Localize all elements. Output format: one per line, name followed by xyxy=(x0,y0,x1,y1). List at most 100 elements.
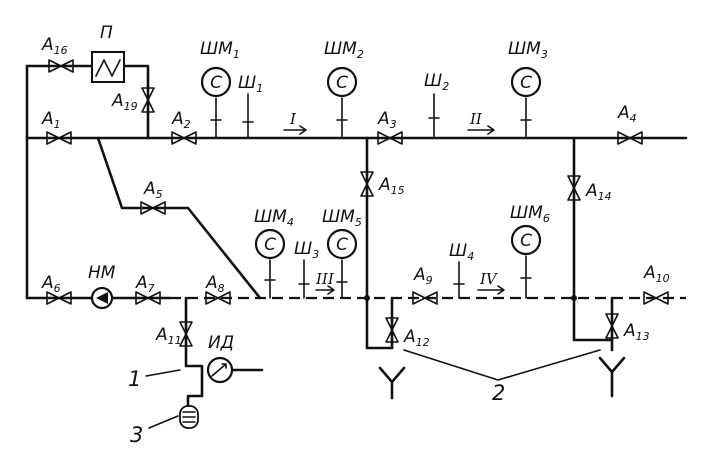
gauge-shm2: C xyxy=(326,66,358,139)
valve-a2-icon xyxy=(171,131,197,145)
valves xyxy=(46,59,669,347)
valve-a11-icon xyxy=(179,321,193,347)
label-shm4: ШМ4 xyxy=(254,207,294,229)
gauge-shm1-icon xyxy=(200,66,232,98)
sampler-3 xyxy=(179,405,199,429)
gauge-shm4-icon xyxy=(254,228,286,260)
callout-3: 3 xyxy=(130,423,143,447)
valve-a1-icon xyxy=(46,131,72,145)
valve-a14-icon xyxy=(567,175,581,201)
label-a8: A8 xyxy=(205,273,225,295)
label-a2: A2 xyxy=(171,109,191,131)
label-a15: A15 xyxy=(378,175,405,197)
drop-pipe-a14 xyxy=(572,136,614,342)
pump-triangle-icon xyxy=(96,292,108,304)
gauge-shm3: C xyxy=(510,66,542,139)
junctions xyxy=(364,295,577,301)
junction-dot xyxy=(571,295,577,301)
valve-a19-icon xyxy=(141,87,155,113)
flowmeter-id xyxy=(206,356,234,384)
label-a7: A7 xyxy=(135,273,155,295)
gauge-shm6: C xyxy=(510,224,542,299)
label-a4: A4 xyxy=(617,103,637,125)
label-heater-p: П xyxy=(100,23,113,43)
label-a10: A10 xyxy=(643,263,670,285)
callout-1: 1 xyxy=(128,367,141,391)
label-shm5: ШМ5 xyxy=(322,207,362,229)
leader-3 xyxy=(148,415,179,429)
gauge-shm6-symbol: C xyxy=(520,231,532,251)
pipes xyxy=(25,64,688,408)
label-a14: A14 xyxy=(585,181,612,203)
gauge-shm5: C xyxy=(326,228,358,299)
fitting-sh2-icon xyxy=(428,93,440,139)
fittings xyxy=(242,93,465,299)
flow-arrows xyxy=(283,125,505,295)
label-a9: A9 xyxy=(413,265,433,287)
diagonal-pipe-a5 xyxy=(96,136,262,300)
flow-arrow-iii-icon xyxy=(315,285,335,295)
valve-a16-icon xyxy=(48,59,74,73)
label-flowmeter-id: ИД xyxy=(208,333,234,353)
measuring-branch-pipe xyxy=(184,296,204,408)
label-pump-nm: НМ xyxy=(88,263,116,283)
gauge-shm5-icon xyxy=(326,228,358,260)
valve-a10-icon xyxy=(643,291,669,305)
valve-a6-icon xyxy=(46,291,72,305)
gauge-shm3-icon xyxy=(510,66,542,98)
label-a11: A11 xyxy=(155,325,182,347)
valve-a7-icon xyxy=(135,291,161,305)
fitting-sh3-icon xyxy=(298,259,310,299)
gauge-shm3-symbol: C xyxy=(520,73,532,93)
valve-a8-icon xyxy=(205,291,231,305)
label-a16: A16 xyxy=(41,35,68,57)
flowmeter-arrow-icon xyxy=(211,363,227,377)
label-a1: A1 xyxy=(41,109,61,131)
label-shm1: ШМ1 xyxy=(200,39,240,61)
gauges: C C C C C C xyxy=(200,66,542,299)
valve-a4-icon xyxy=(617,131,643,145)
gauge-shm5-symbol: C xyxy=(336,235,348,255)
valve-a12-icon xyxy=(385,317,399,343)
label-section-iii: III xyxy=(315,270,335,288)
gauge-shm6-icon xyxy=(510,224,542,256)
label-shm2: ШМ2 xyxy=(324,39,364,61)
drain-funnel-right xyxy=(598,356,626,398)
flow-arrow-i-icon xyxy=(283,125,307,135)
leader-2 xyxy=(403,349,601,381)
junction-dot xyxy=(364,295,370,301)
label-shm6: ШМ6 xyxy=(510,203,550,225)
valve-a15-icon xyxy=(360,171,374,197)
label-sh2: Ш2 xyxy=(424,71,449,93)
pump-nm xyxy=(90,286,114,310)
gauge-shm1-symbol: C xyxy=(210,73,222,93)
drop-pipe-a15 xyxy=(365,136,394,350)
valve-a5-icon xyxy=(140,201,166,215)
flow-arrow-ii-icon xyxy=(467,125,495,135)
label-a5: A5 xyxy=(143,179,163,201)
label-a3: A3 xyxy=(377,109,397,131)
valve-a13-icon xyxy=(605,313,619,339)
fitting-sh1-icon xyxy=(242,93,254,139)
label-a6: A6 xyxy=(41,273,61,295)
leader-1 xyxy=(145,369,181,377)
gauge-shm4-symbol: C xyxy=(264,235,276,255)
heater-p xyxy=(91,51,125,83)
fitting-sh4-icon xyxy=(453,261,465,299)
callout-leaders xyxy=(145,349,601,429)
label-a12: A12 xyxy=(403,327,430,349)
label-shm3: ШМ3 xyxy=(508,39,548,61)
labels: A16 A1 A2 A3 A4 A5 A6 A7 A8 A9 A10 A11 A… xyxy=(41,23,670,447)
flow-arrow-iv-icon xyxy=(477,285,505,295)
callout-2: 2 xyxy=(492,381,505,405)
drain-funnel-left xyxy=(378,366,406,400)
label-sh1: Ш1 xyxy=(238,73,263,95)
gauge-shm1: C xyxy=(200,66,232,139)
heater-coil-icon xyxy=(95,59,121,77)
label-sh4: Ш4 xyxy=(449,241,474,263)
valve-a9-icon xyxy=(412,291,438,305)
label-a19: A19 xyxy=(111,91,138,113)
label-section-i: I xyxy=(289,110,297,128)
valve-a3-icon xyxy=(377,131,403,145)
